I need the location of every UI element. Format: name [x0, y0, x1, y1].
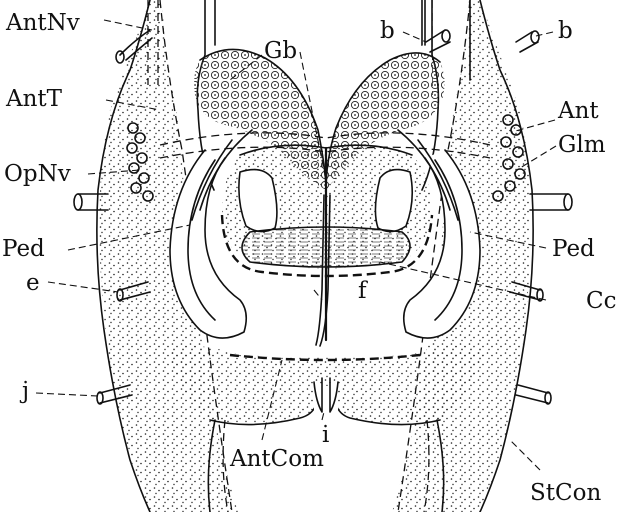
label-cc: Cc — [586, 288, 616, 314]
label-b-center: b — [380, 18, 395, 44]
label-antcom: AntCom — [229, 446, 324, 472]
label-j: j — [19, 378, 29, 404]
central-body — [222, 145, 432, 346]
label-ped-left: Ped — [2, 236, 45, 262]
label-i: i — [322, 422, 329, 448]
label-b-right: b — [558, 18, 573, 44]
label-e: e — [26, 270, 40, 296]
label-glm: Glm — [558, 132, 606, 158]
label-antnv: AntNv — [5, 10, 80, 36]
label-ped-right: Ped — [552, 236, 595, 262]
label-gb: Gb — [264, 38, 297, 64]
label-stcon: StCon — [530, 480, 601, 506]
lower-commissure-region — [168, 346, 485, 425]
label-opnv: OpNv — [4, 161, 71, 187]
label-f: f — [358, 278, 368, 304]
label-antt: AntT — [5, 86, 63, 112]
label-ant: Ant — [557, 98, 599, 124]
